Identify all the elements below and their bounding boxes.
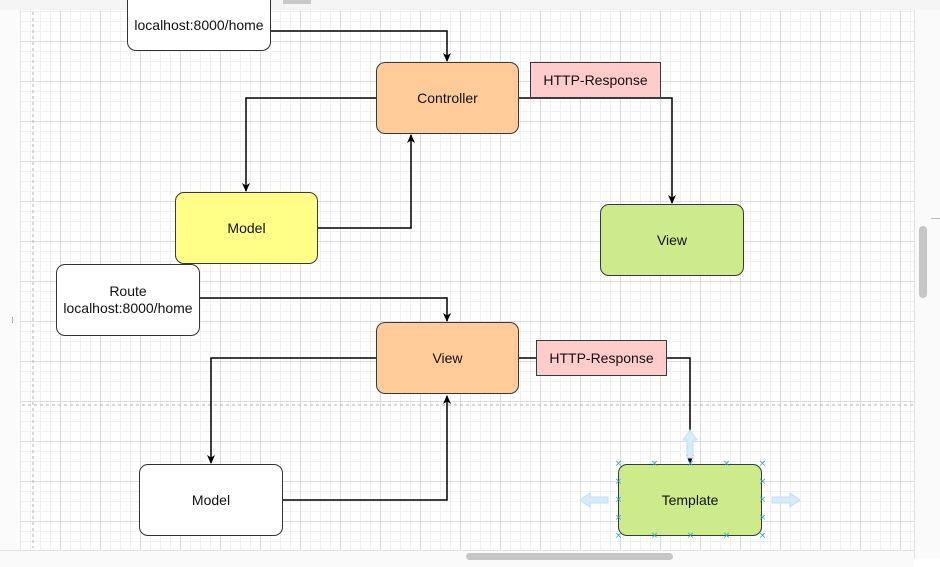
selection-handle-icon[interactable]: × <box>758 495 767 505</box>
selection-handle-icon[interactable]: × <box>758 459 767 469</box>
selection-handle-icon[interactable]: × <box>614 495 623 505</box>
route-node-top[interactable]: localhost:8000/home <box>127 0 271 51</box>
edge-model-to-controller[interactable] <box>317 134 415 229</box>
route-node[interactable]: Route localhost:8000/home <box>56 264 200 336</box>
selection-handle-icon[interactable]: × <box>758 477 767 487</box>
template-label: Template <box>661 491 719 508</box>
http-response-text-1: HTTP-Response <box>543 72 648 88</box>
controller-label: Controller <box>417 89 478 106</box>
connect-left-arrow-icon[interactable] <box>578 491 610 509</box>
http-response-label-2[interactable]: HTTP-Response <box>536 340 667 376</box>
edge-controller-to-view[interactable] <box>518 97 676 204</box>
http-response-text-2: HTTP-Response <box>549 350 654 366</box>
edge-view-to-model[interactable] <box>207 357 377 464</box>
selection-handle-icon[interactable]: × <box>758 513 767 523</box>
view-node-2[interactable]: View <box>376 322 519 394</box>
side-panel-marker <box>931 218 940 219</box>
model-label-2: Model <box>191 491 231 508</box>
model-label-1: Model <box>227 219 266 236</box>
panel-resize-handle-icon[interactable]: ⁞ <box>11 316 14 326</box>
horizontal-scrollbar[interactable] <box>0 550 914 567</box>
view-node-1[interactable]: View <box>600 204 744 276</box>
edge-route-to-view[interactable] <box>199 297 451 322</box>
horizontal-scroll-thumb[interactable] <box>466 553 673 560</box>
view-label-2: View <box>432 349 463 366</box>
selection-handle-icon[interactable]: × <box>614 513 623 523</box>
toolbar-tab-marker <box>283 0 311 4</box>
selection-handle-icon[interactable]: × <box>614 477 623 487</box>
selection-handle-icon[interactable]: × <box>686 531 695 541</box>
http-response-label-1[interactable]: HTTP-Response <box>530 62 661 98</box>
vertical-scroll-thumb[interactable] <box>919 226 927 298</box>
vertical-scrollbar[interactable] <box>914 10 940 558</box>
selection-handle-icon[interactable]: × <box>614 531 623 541</box>
edge-route-to-controller[interactable] <box>199 30 451 62</box>
model-node-1[interactable]: Model <box>175 192 318 264</box>
left-panel-edge: ⁞ <box>0 10 21 558</box>
route-url-label: localhost:8000/home <box>134 17 264 33</box>
route-url: localhost:8000/home <box>63 300 193 316</box>
view-label-1: View <box>656 231 688 248</box>
controller-node[interactable]: Controller <box>376 62 519 134</box>
selection-handle-icon[interactable]: × <box>722 459 731 469</box>
edge-model-to-view[interactable] <box>283 395 451 501</box>
model-node-2[interactable]: Model <box>139 464 283 536</box>
selection-handle-icon[interactable]: × <box>650 531 659 541</box>
connect-up-arrow-icon[interactable] <box>681 428 699 460</box>
selection-handle-icon[interactable]: × <box>758 531 767 541</box>
selection-handle-icon[interactable]: × <box>686 459 695 469</box>
edge-controller-to-model[interactable] <box>242 97 377 192</box>
selection-handle-icon[interactable]: × <box>722 531 731 541</box>
template-node[interactable]: Template <box>618 464 762 536</box>
selection-handle-icon[interactable]: × <box>650 459 659 469</box>
selection-handle-icon[interactable]: × <box>614 459 623 469</box>
route-title: Route <box>109 283 147 299</box>
connect-right-arrow-icon[interactable] <box>770 491 802 509</box>
